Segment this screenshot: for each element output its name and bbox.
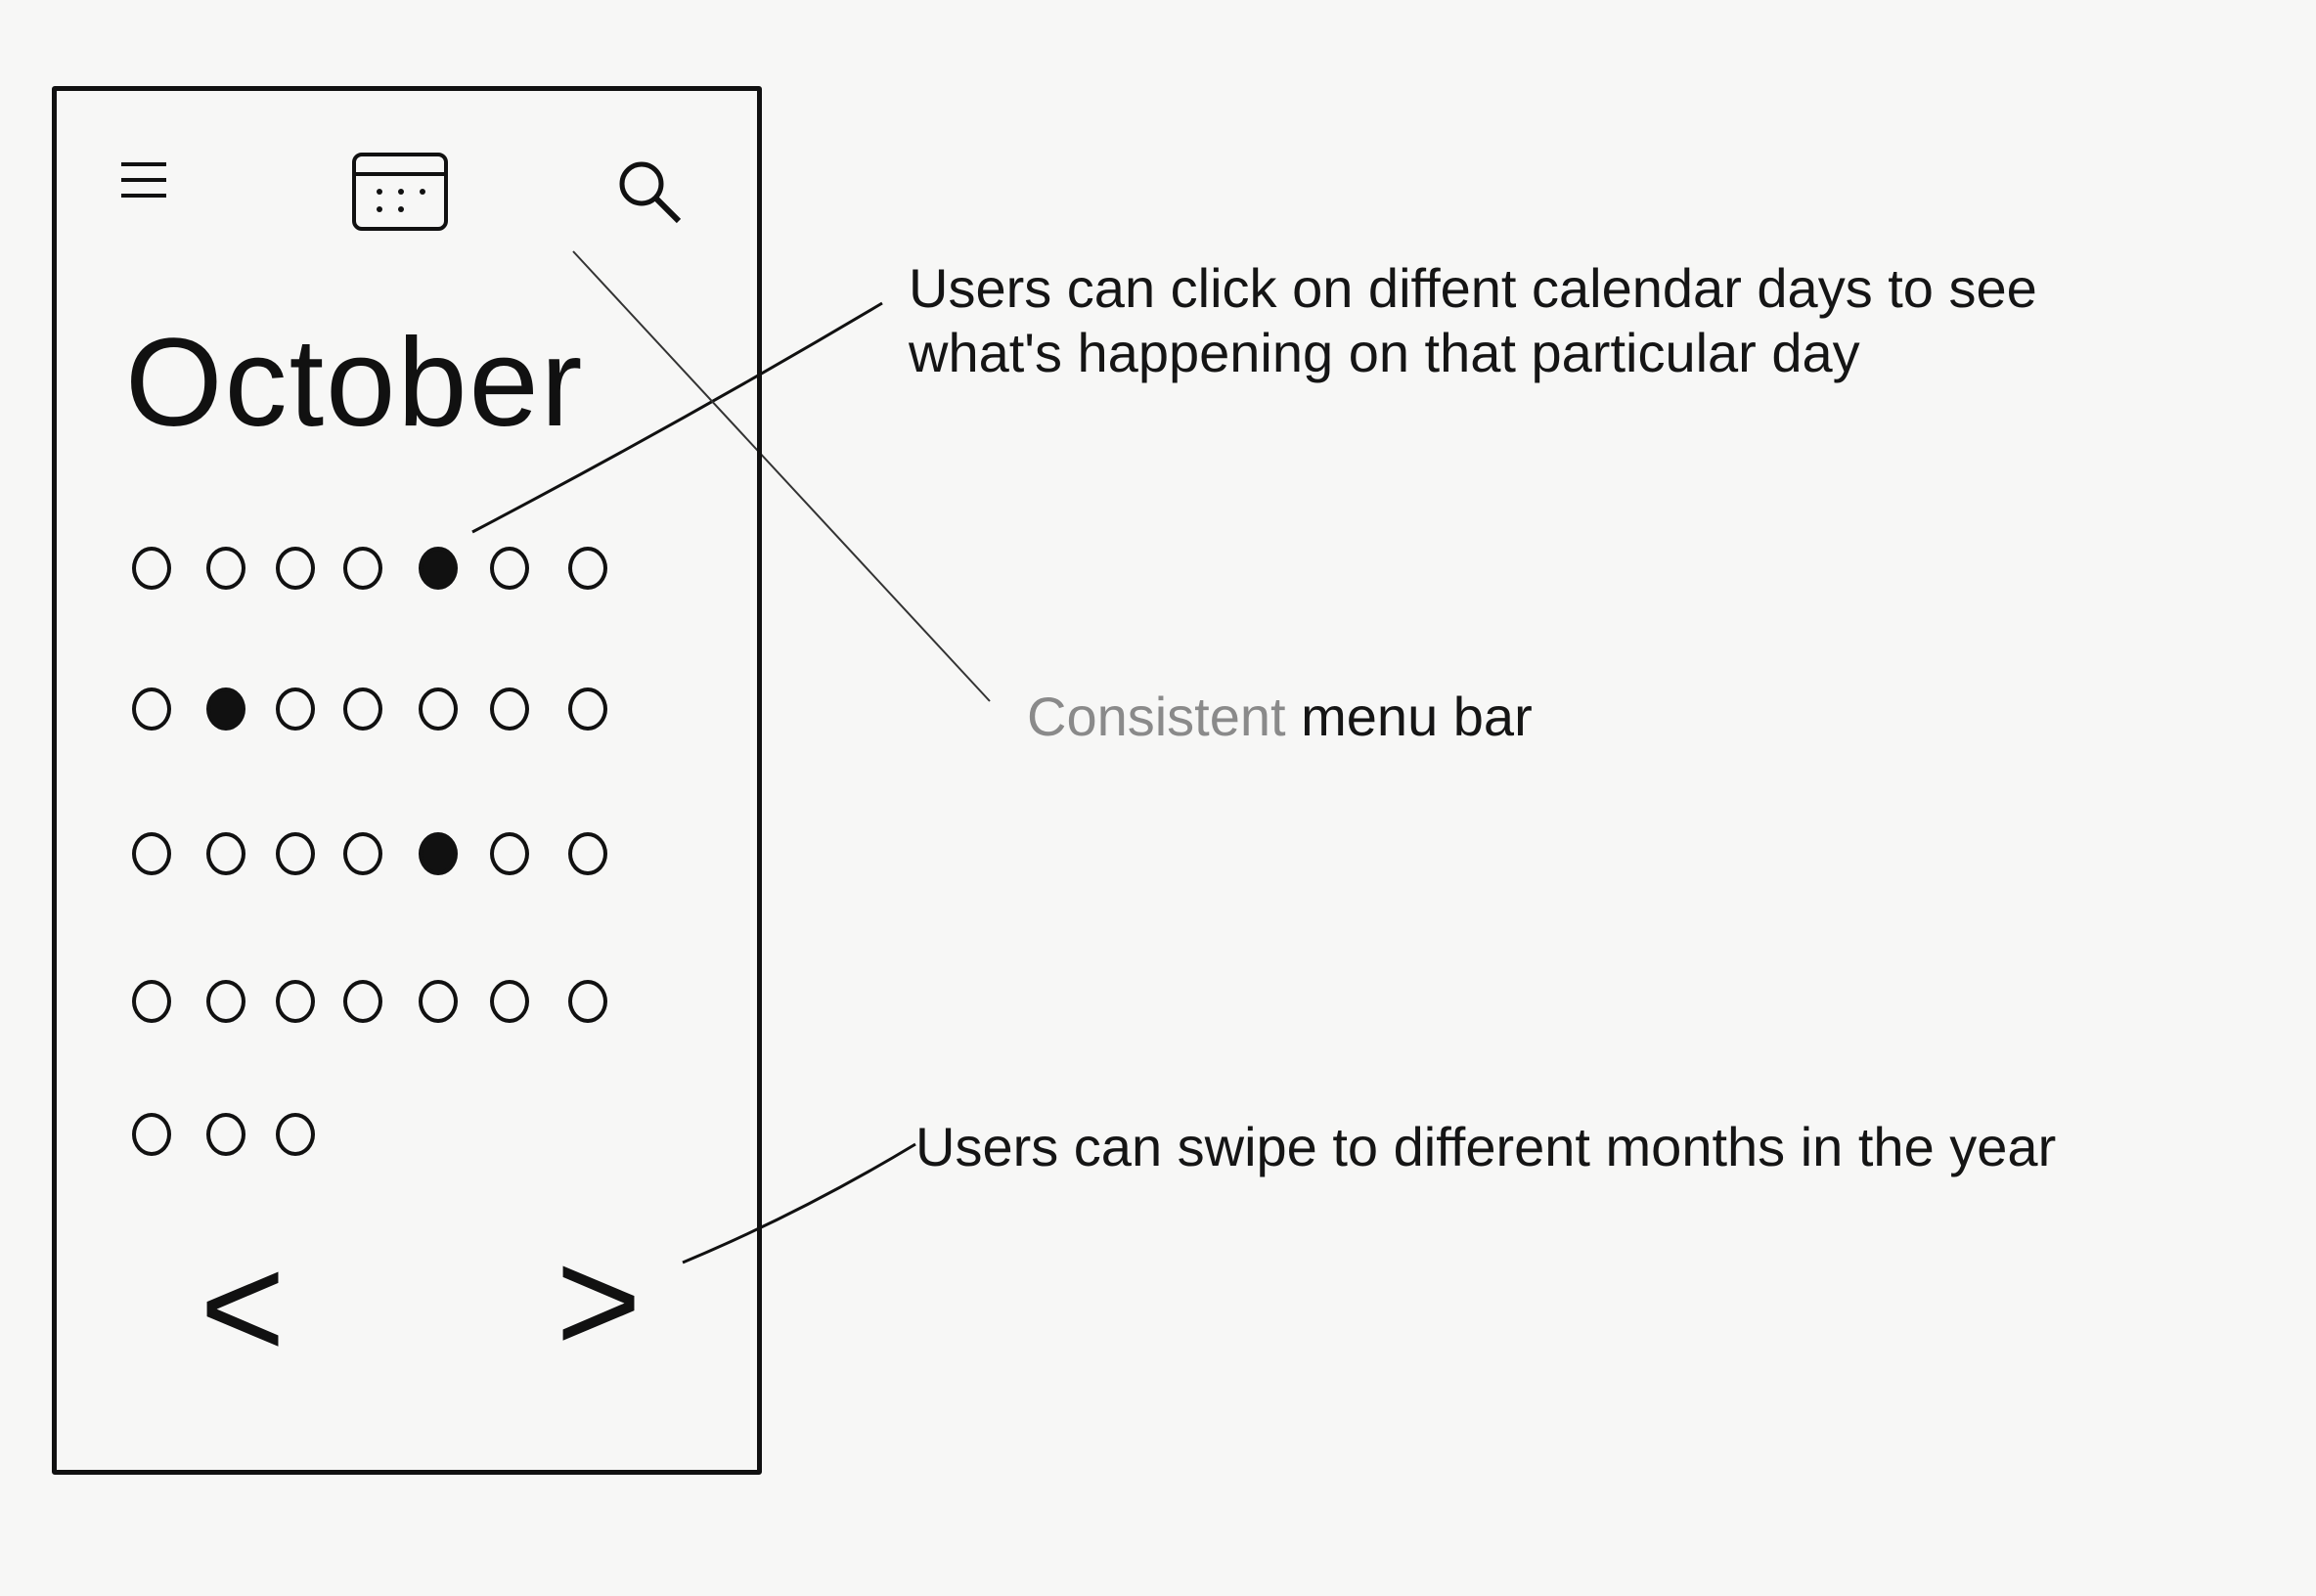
next-month-button[interactable]: > <box>556 1219 642 1383</box>
calendar-day[interactable] <box>206 547 245 590</box>
calendar-day[interactable] <box>276 1113 315 1156</box>
calendar-day[interactable] <box>490 980 529 1023</box>
calendar-day-selected[interactable] <box>419 547 458 590</box>
calendar-day[interactable] <box>490 547 529 590</box>
calendar-day[interactable] <box>419 980 458 1023</box>
calendar-day[interactable] <box>490 687 529 731</box>
calendar-day[interactable] <box>132 832 171 875</box>
menu-bar-pointer-line <box>572 250 991 702</box>
month-title: October <box>125 313 585 453</box>
calendar-day-selected[interactable] <box>206 687 245 731</box>
search-icon[interactable] <box>614 156 685 227</box>
calendar-day[interactable] <box>419 687 458 731</box>
days-annotation: Users can click on diffent calendar days… <box>909 257 2037 383</box>
calendar-day-selected[interactable] <box>419 832 458 875</box>
calendar-icon[interactable] <box>350 149 452 235</box>
calendar-day[interactable] <box>276 547 315 590</box>
calendar-day[interactable] <box>132 1113 171 1156</box>
calendar-day[interactable] <box>343 832 382 875</box>
calendar-day[interactable] <box>132 980 171 1023</box>
days-pointer-line <box>471 301 883 534</box>
calendar-day[interactable] <box>276 687 315 731</box>
calendar-day[interactable] <box>206 1113 245 1156</box>
calendar-day[interactable] <box>132 687 171 731</box>
calendar-day[interactable] <box>568 832 607 875</box>
menu-bar-annotation: Consistent menu bar <box>1027 685 1533 749</box>
calendar-day[interactable] <box>568 980 607 1023</box>
calendar-day[interactable] <box>206 980 245 1023</box>
calendar-day[interactable] <box>343 547 382 590</box>
previous-month-button[interactable]: < <box>200 1224 286 1389</box>
hamburger-menu-icon[interactable] <box>117 156 172 207</box>
calendar-day[interactable] <box>568 687 607 731</box>
calendar-day[interactable] <box>276 980 315 1023</box>
swipe-annotation: Users can swipe to different months in t… <box>915 1116 2057 1177</box>
swipe-pointer-line <box>682 1142 916 1264</box>
menu-bar-annotation-text: menu bar <box>1301 686 1533 747</box>
calendar-day[interactable] <box>343 687 382 731</box>
calendar-day[interactable] <box>132 547 171 590</box>
calendar-day[interactable] <box>490 832 529 875</box>
calendar-day[interactable] <box>276 832 315 875</box>
menu-bar-annotation-grey: Consistent <box>1027 686 1286 747</box>
calendar-day[interactable] <box>568 547 607 590</box>
calendar-day[interactable] <box>206 832 245 875</box>
calendar-day[interactable] <box>343 980 382 1023</box>
phone-frame <box>52 86 762 1475</box>
